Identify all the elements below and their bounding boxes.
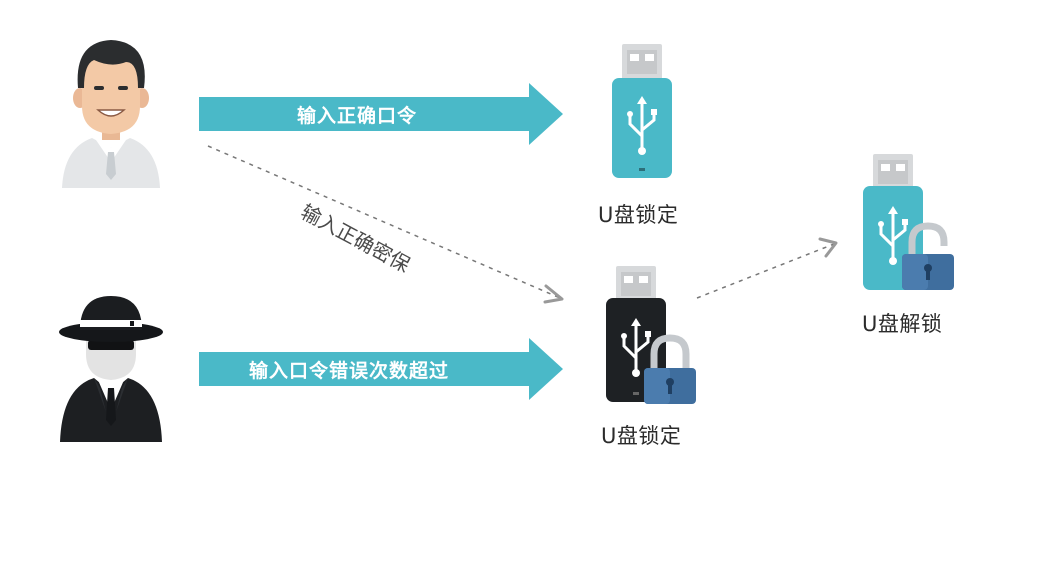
dashed-line-diagonal <box>207 145 561 299</box>
usb-teal-icon <box>612 44 672 178</box>
user-icon <box>62 40 160 188</box>
caption-usb-bottom: U盘锁定 <box>601 424 682 448</box>
padlock-closed-icon <box>644 334 696 404</box>
arrow-right-icon <box>199 83 563 145</box>
caption-usb-top: U盘锁定 <box>598 203 679 227</box>
arrow-wrong-password: 输入口令错误次数超过 <box>199 338 563 400</box>
usb-bottom <box>602 266 702 408</box>
arrow-correct-password: 输入正确口令 <box>199 83 563 145</box>
spy-icon <box>59 296 163 442</box>
arrow-label-top: 输入正确口令 <box>297 105 418 127</box>
arrow-right-icon <box>199 338 563 400</box>
padlock-open-icon <box>902 222 954 290</box>
caption-usb-right: U盘解锁 <box>862 312 943 336</box>
usb-right <box>862 154 958 296</box>
spy-avatar <box>58 292 164 444</box>
dashed-arrowhead-unlock <box>818 237 838 258</box>
dashed-arrowhead-diagonal <box>543 284 564 304</box>
dashed-line-unlock <box>696 243 835 299</box>
usb-top <box>610 44 674 180</box>
arrow-label-bottom: 输入口令错误次数超过 <box>249 360 450 382</box>
user-avatar <box>58 36 164 192</box>
usb-teal-icon <box>863 154 954 290</box>
usb-dark-icon <box>606 266 696 404</box>
